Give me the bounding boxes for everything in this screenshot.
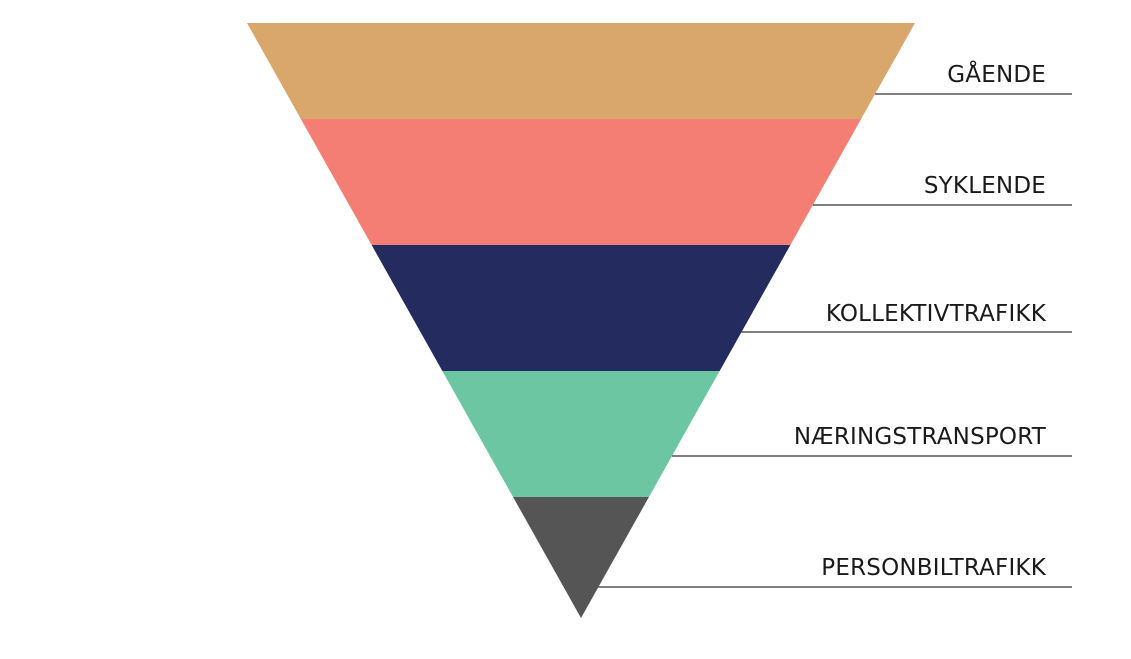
tier-label-kollektivtrafikk: KOLLEKTIVTRAFIKK <box>826 301 1047 327</box>
tier-label-naeringstransport: NÆRINGSTRANSPORT <box>794 424 1047 450</box>
tier-syklende <box>300 119 862 245</box>
tier-personbiltrafikk <box>513 497 649 618</box>
tier-naeringstransport <box>442 371 720 497</box>
tier-label-personbiltrafikk: PERSONBILTRAFIKK <box>821 555 1046 581</box>
pyramid-tiers <box>247 23 915 618</box>
tier-gaende <box>247 23 915 119</box>
tier-label-syklende: SYKLENDE <box>924 173 1046 199</box>
tier-label-gaende: GÅENDE <box>947 60 1046 88</box>
tier-kollektivtrafikk <box>371 245 791 371</box>
pyramid-leader-lines <box>598 93 1072 588</box>
pyramid-labels: GÅENDE SYKLENDE KOLLEKTIVTRAFIKK NÆRINGS… <box>794 60 1047 581</box>
